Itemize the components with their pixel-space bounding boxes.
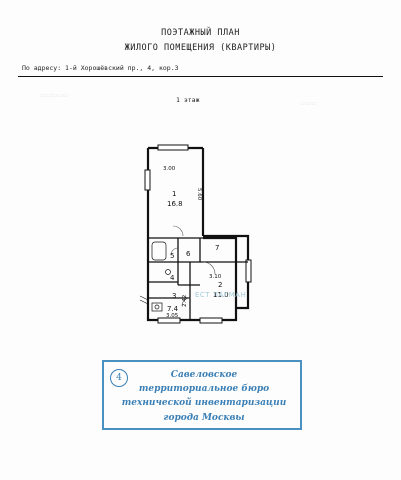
room-1-length-dimension: 5.60 [196,188,202,201]
outer-walls [146,146,250,322]
faded-background-mark: ▭▭▭▭▭ [40,92,69,99]
stamp-line-4: города Москвы [163,413,245,423]
room-4-number: 4 [170,274,175,282]
room-2-number: 2 [218,281,222,289]
room-7-number: 7 [215,244,219,252]
address-line: По адресу: 1-й Хорошёвский пр., 4, кор.3 [22,64,179,72]
room-6-number: 6 [186,250,191,258]
room-1-width-dimension: 3.00 [163,166,176,172]
stamp-number: 4 [110,369,128,387]
room-3-length-dimension: 2.42 [182,295,188,307]
header-divider [18,76,383,77]
interior-walls [148,237,248,320]
sanitary-fixtures [151,241,171,312]
stamp-line-1: Савеловское [170,370,238,380]
windows [144,144,252,324]
stamp-line-3: технической инвентаризации [121,398,287,408]
document-title: ПОЭТАЖНЫЙ ПЛАН [161,28,240,38]
room-2-width-dimension: 3.10 [209,274,222,280]
room-3-area: 7.4 [167,305,179,313]
entry-mark [139,295,149,305]
faded-background-mark: ▭▭▭ [300,100,318,107]
bti-stamp: 4 Савеловское территориальное бюро техни… [102,360,302,430]
stamp-line-2: территориальное бюро [138,384,270,394]
floor-label: 1 этаж [176,96,200,104]
room-1-area: 16.8 [167,200,183,208]
document-subtitle: ЖИЛОГО ПОМЕЩЕНИЯ (КВАРТИРЫ) [124,43,277,53]
room-3-number: 3 [172,292,176,300]
room-3-width-dimension: 3.05 [166,313,179,319]
room-2-area: 11.0 [213,291,229,299]
door-swings [170,225,216,307]
room-5-number: 5 [170,252,174,260]
room-1-number: 1 [172,190,176,198]
watermark-logo-text: ЕСТ ЛАГМАН [195,291,247,299]
